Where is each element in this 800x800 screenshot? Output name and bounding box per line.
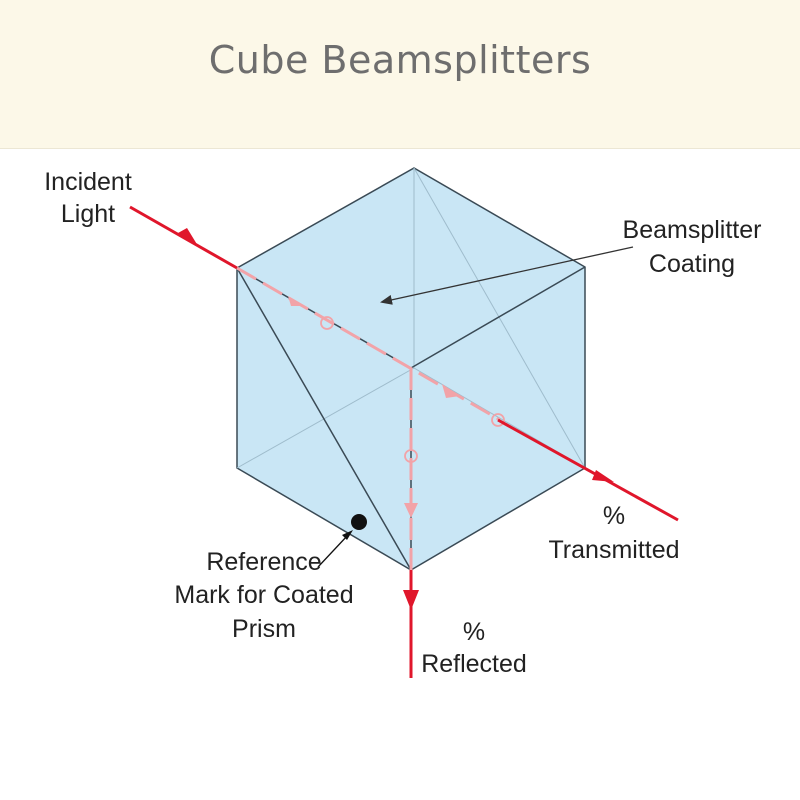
label-reflected-line2: Reflected <box>421 650 527 678</box>
label-coating-line1: Beamsplitter <box>623 216 762 244</box>
reference-pointer-arrowhead <box>342 530 353 540</box>
label-incident-line1: Incident <box>44 168 132 196</box>
page-title: Cube Beamsplitters <box>208 38 592 82</box>
transmitted-beam <box>497 418 679 522</box>
title-bar: Cube Beamsplitters <box>0 0 800 149</box>
label-transmitted-line1: % <box>603 502 625 530</box>
label-transmitted-line2: Transmitted <box>548 536 679 564</box>
polarization-circles <box>320 316 505 463</box>
transmitted-arrowhead <box>592 470 614 482</box>
label-coating-line2: Coating <box>649 250 735 278</box>
reference-mark-dot <box>351 514 367 530</box>
internal-arrowhead-1 <box>288 296 304 306</box>
coating-pointer-line <box>380 246 634 305</box>
reference-pointer-line <box>317 534 349 568</box>
reflected-arrowhead <box>403 590 419 610</box>
incident-arrowhead <box>178 228 198 246</box>
label-reference-line3: Prism <box>232 615 296 643</box>
internal-arrowhead-2 <box>442 384 460 398</box>
label-incident-line2: Light <box>61 200 115 228</box>
coating-diagonal <box>236 267 412 571</box>
label-reference-line1: Reference <box>206 548 321 576</box>
label-reflected-line1: % <box>463 618 485 646</box>
label-reference-line2: Mark for Coated <box>174 581 353 609</box>
internal-arrowhead-3 <box>404 503 418 518</box>
incident-beam <box>129 205 238 270</box>
